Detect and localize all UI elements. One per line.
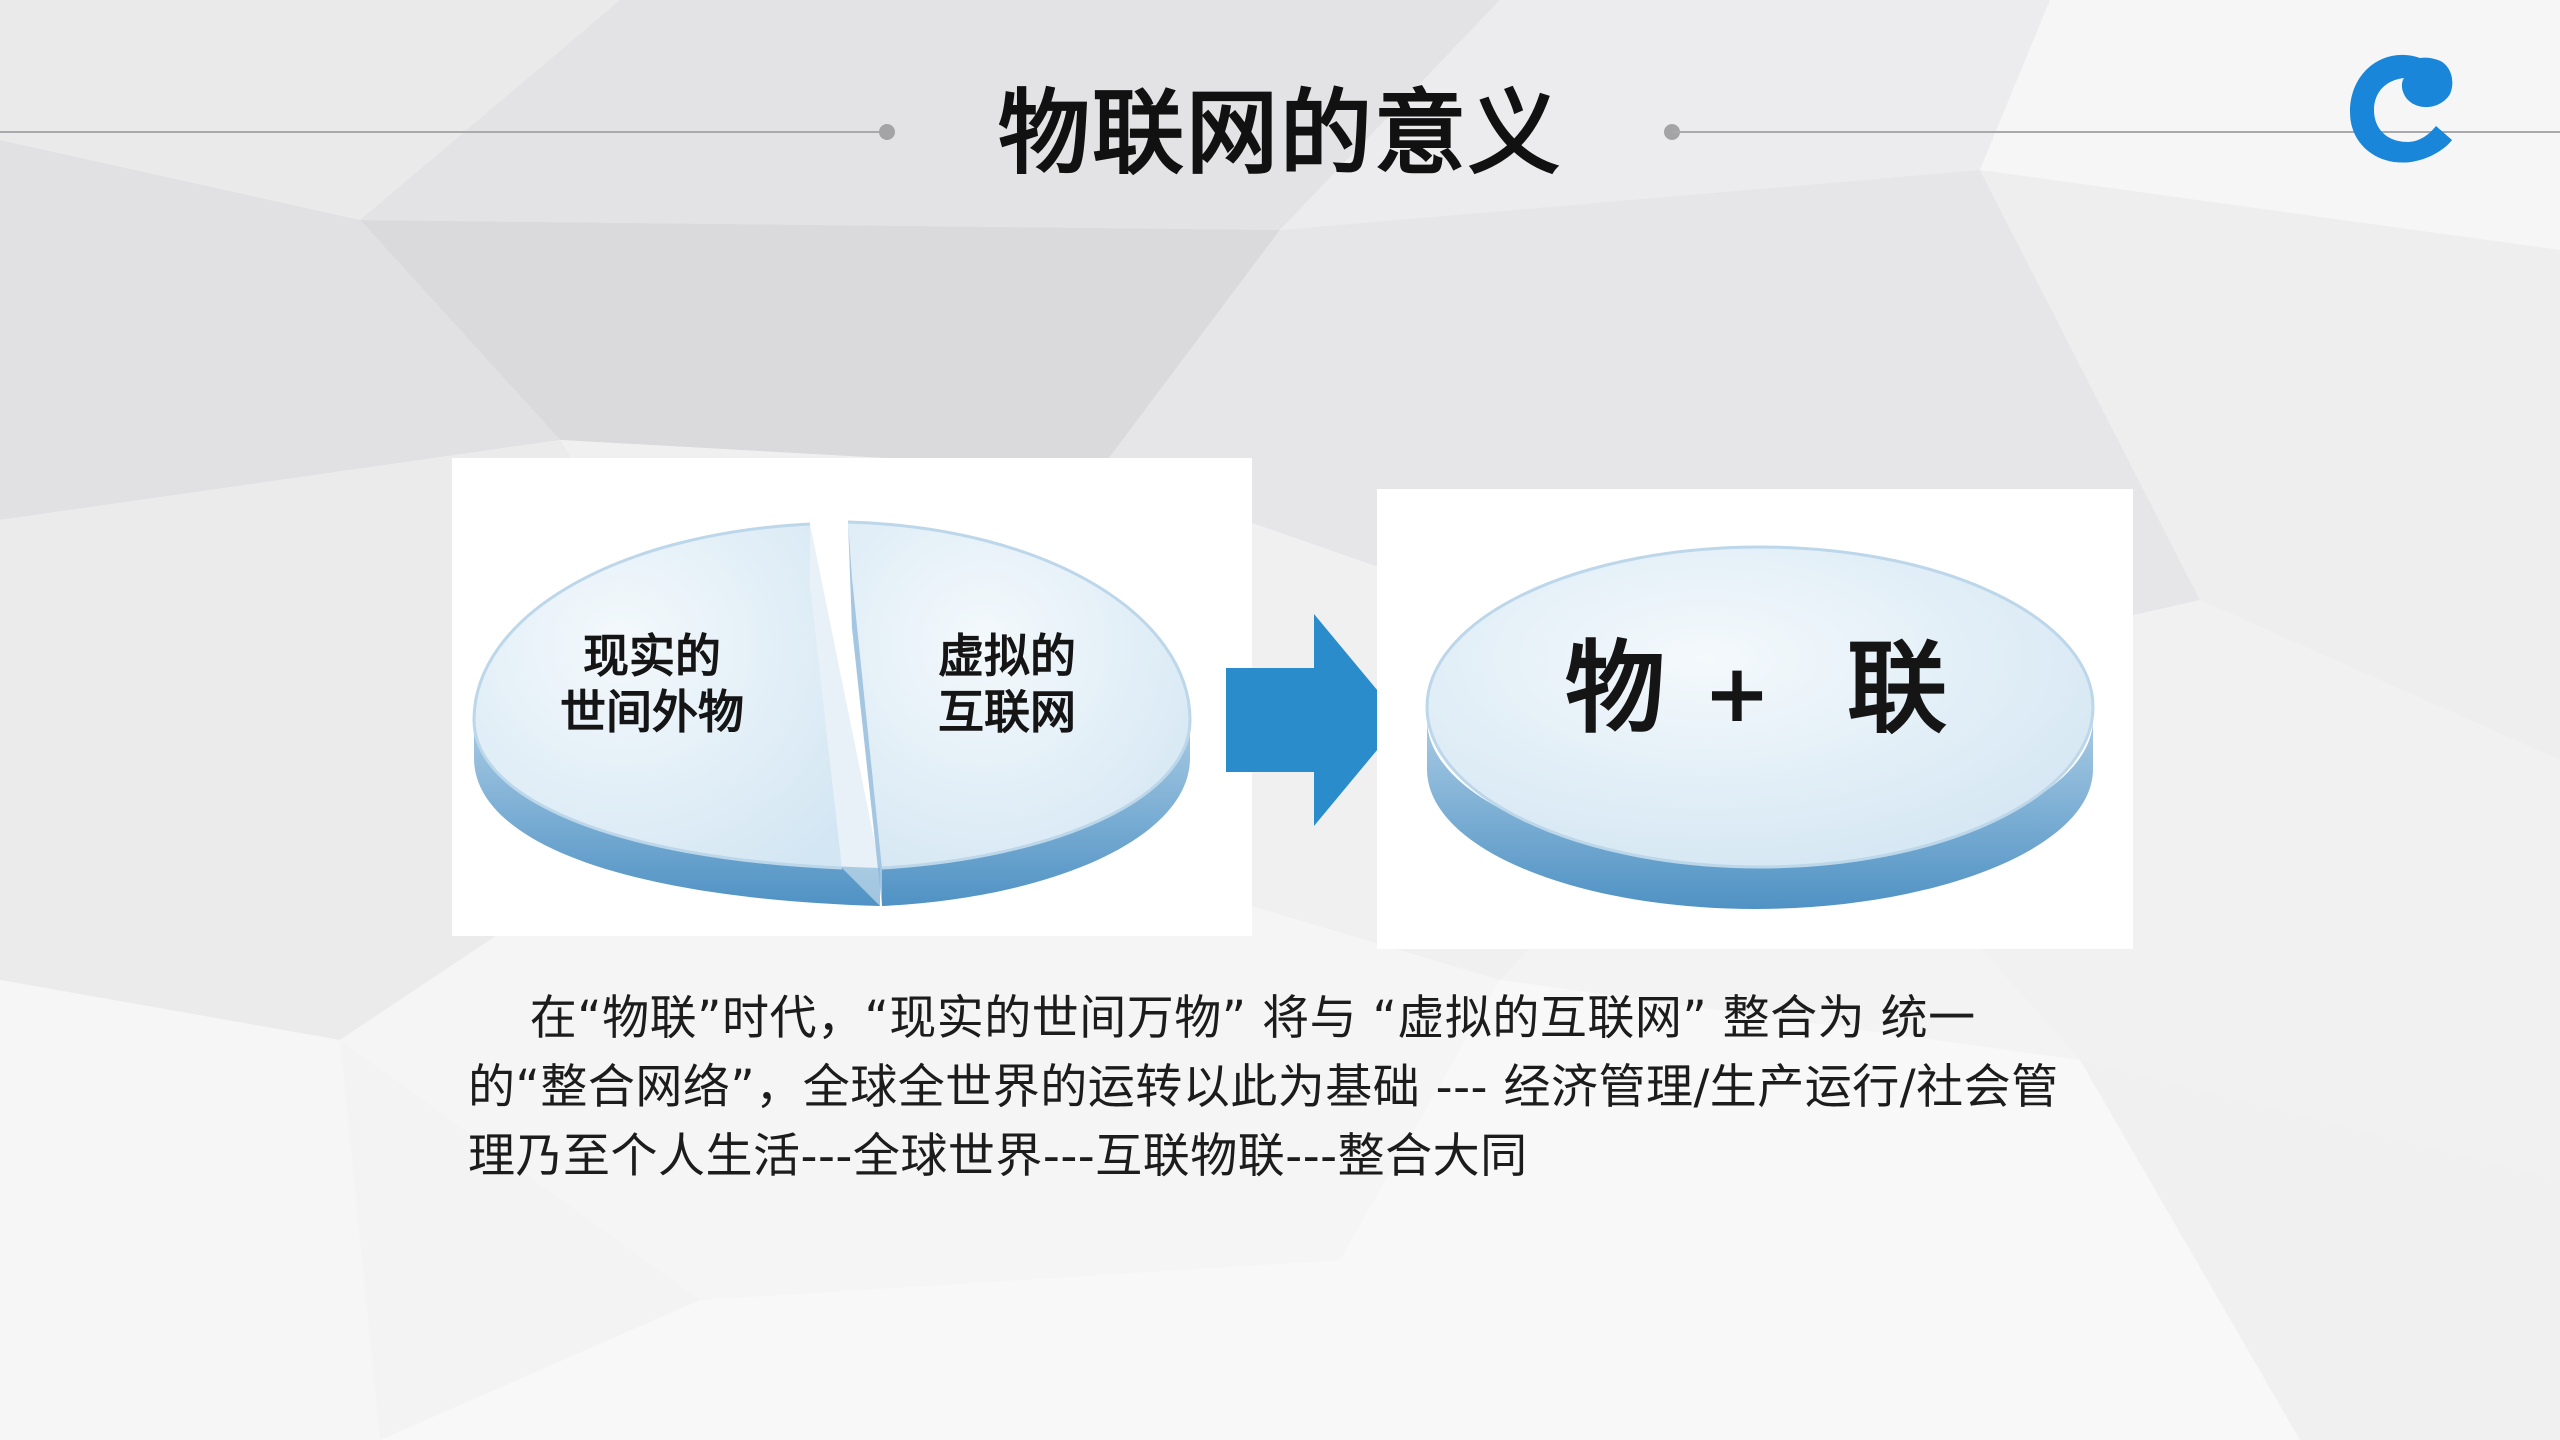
- right-arrow-icon: [1226, 614, 1402, 826]
- merged-disk-panel: 物 + 联: [1377, 489, 2133, 949]
- virtual-internet-label: 虚拟的 互联网: [892, 628, 1122, 740]
- split-disk-graphic: [472, 520, 1192, 906]
- caption-line-1: 在“物联”时代，“现实的世间万物” 将与 “虚拟的互联网” 整合为 统一: [468, 991, 1976, 1046]
- virtual-internet-label-line1: 虚拟的: [938, 629, 1076, 683]
- merged-char-left: 物: [1565, 630, 1665, 747]
- merged-disk-graphic: [1425, 545, 2095, 909]
- title-rule-right: [1672, 131, 2560, 133]
- title-rule-left-dot: [879, 124, 895, 140]
- caption-paragraph: 在“物联”时代，“现实的世间万物” 将与 “虚拟的互联网” 整合为 统一 的“整…: [468, 984, 2148, 1191]
- real-world-label-line2: 世间外物: [560, 685, 744, 739]
- slide-title: 物联网的意义: [997, 80, 1562, 187]
- caption-line-2: 的“整合网络”，全球全世界的运转以此为基础 --- 经济管理/生产运行/社会管: [468, 1060, 2059, 1115]
- split-disk-panel: 现实的 世间外物 虚拟的 互联网: [452, 458, 1252, 936]
- real-world-label-line1: 现实的: [583, 629, 721, 683]
- virtual-internet-label-line2: 互联网: [938, 685, 1076, 739]
- caption-line-3: 理乃至个人生活---全球世界---互联物联---整合大同: [468, 1129, 1528, 1184]
- merged-char-right: 联: [1847, 630, 1947, 747]
- real-world-label: 现实的 世间外物: [532, 628, 772, 740]
- c-logo-icon: [2350, 54, 2453, 163]
- merged-plus: +: [1703, 647, 1771, 740]
- title-rule-left: [0, 131, 887, 133]
